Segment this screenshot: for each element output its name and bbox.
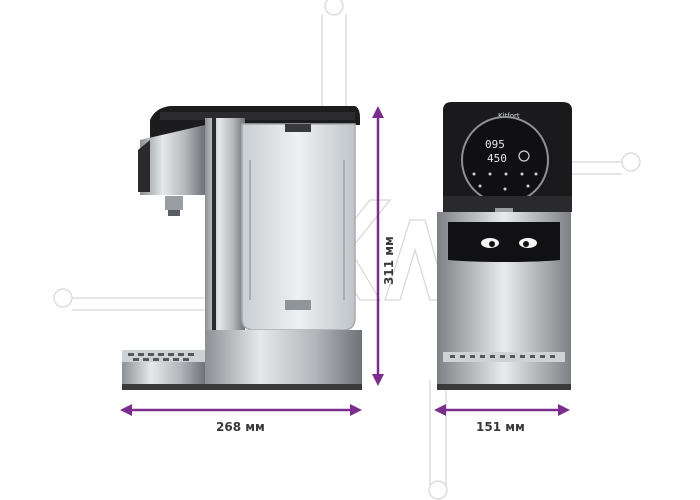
side-spout — [165, 196, 183, 210]
front-view-device: Kitfort 095 450 — [437, 102, 572, 390]
brand-logo: Kitfort — [498, 112, 520, 120]
depth-dimension-label: 151 мм — [476, 420, 525, 434]
width-dimension-label: 268 мм — [216, 420, 265, 434]
side-head-steel — [140, 125, 205, 195]
side-base — [205, 330, 362, 390]
side-view-device — [122, 106, 362, 390]
control-icons — [472, 172, 538, 191]
display-readout-1: 095 — [485, 138, 505, 151]
display-readout-2: 450 — [487, 152, 507, 165]
height-dimension-label: 311 мм — [382, 236, 396, 285]
water-tank — [241, 123, 356, 331]
dimension-arrows — [120, 106, 570, 416]
